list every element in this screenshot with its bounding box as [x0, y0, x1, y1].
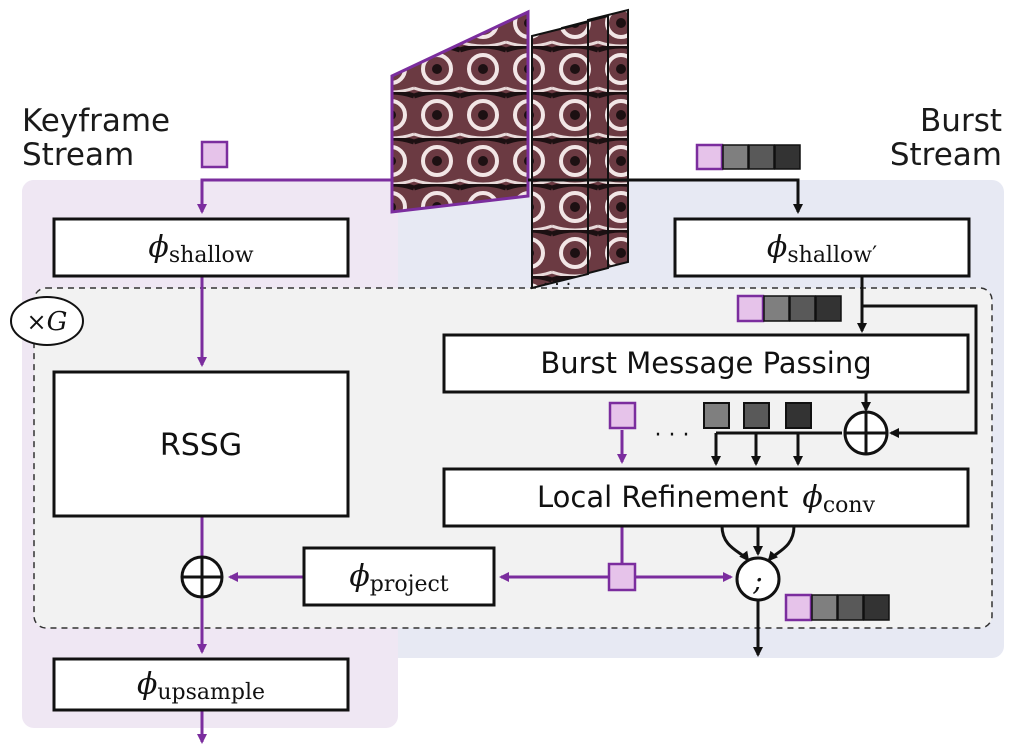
burst-token-key	[695, 143, 724, 171]
burst-message-passing-block	[442, 333, 970, 394]
group-repeat-badge	[10, 296, 84, 346]
project-label: ϕproject	[349, 559, 448, 597]
keyframe-token-top	[200, 140, 229, 169]
shallow-block	[52, 217, 350, 278]
shallow-label: ϕshallow	[148, 230, 253, 268]
burst-token-separated-3	[785, 402, 812, 429]
arrow-frames-to-shallow-prime	[528, 178, 803, 214]
burst-token-2	[748, 144, 775, 170]
burst-add-operator	[843, 410, 889, 456]
upsample-block	[52, 657, 350, 712]
burst-token-out-key	[784, 593, 813, 622]
rssg-label: RSSG	[160, 428, 242, 463]
burst-token-out-1	[811, 594, 838, 621]
burst-token-3	[774, 144, 801, 170]
project-block	[302, 546, 496, 607]
burst-token-1	[722, 144, 749, 170]
burst-tokens-top	[695, 143, 801, 171]
arrow-skip-to-add	[862, 304, 978, 438]
burst-token-out-3	[863, 594, 890, 621]
burst-tokens-output	[784, 593, 890, 622]
upsample-label: ϕupsample	[137, 667, 265, 705]
arrow-frame-to-shallow	[197, 178, 392, 214]
keyframe-token-split	[607, 562, 637, 592]
keyframe-add-operator	[180, 555, 224, 599]
rssg-block	[52, 370, 350, 518]
burst-message-passing-label: Burst Message Passing	[540, 346, 871, 380]
concat-label: ;	[752, 564, 762, 597]
keyframe-token-separated	[608, 401, 637, 430]
concat-operator: ;	[735, 556, 781, 602]
burst-frame-keyframe	[390, 9, 530, 214]
burst-token-mid-1	[763, 295, 790, 322]
arrow-curve-3	[767, 525, 796, 562]
burst-frame-2	[531, 20, 589, 290]
burst-token-mid-3	[815, 295, 842, 322]
burst-tokens-mid	[736, 294, 842, 323]
burst-token-mid-key	[736, 294, 765, 323]
keyframe-stream-label-line1: Keyframe	[22, 103, 170, 139]
burst-stream-label-line1: Burst	[920, 103, 1002, 139]
burst-stream-label-line2: Stream	[890, 137, 1002, 173]
shallow-prime-block	[673, 217, 971, 278]
burst-token-separated-1	[703, 402, 730, 429]
burst-token-out-2	[837, 594, 864, 621]
burst-token-separated-2	[743, 402, 770, 429]
local-refinement-block	[442, 467, 970, 528]
features-ellipsis: · · ·	[655, 423, 690, 448]
arrow-curve-1	[720, 525, 750, 562]
shallow-prime-label: ϕshallow′	[767, 230, 877, 268]
burst-frames-stack: · · ·	[390, 8, 629, 295]
group-repeat-label: ×G	[27, 307, 68, 337]
burst-token-mid-2	[789, 295, 816, 322]
keyframe-stream-label-line2: Stream	[22, 137, 134, 173]
frames-ellipsis: · · ·	[543, 274, 572, 295]
